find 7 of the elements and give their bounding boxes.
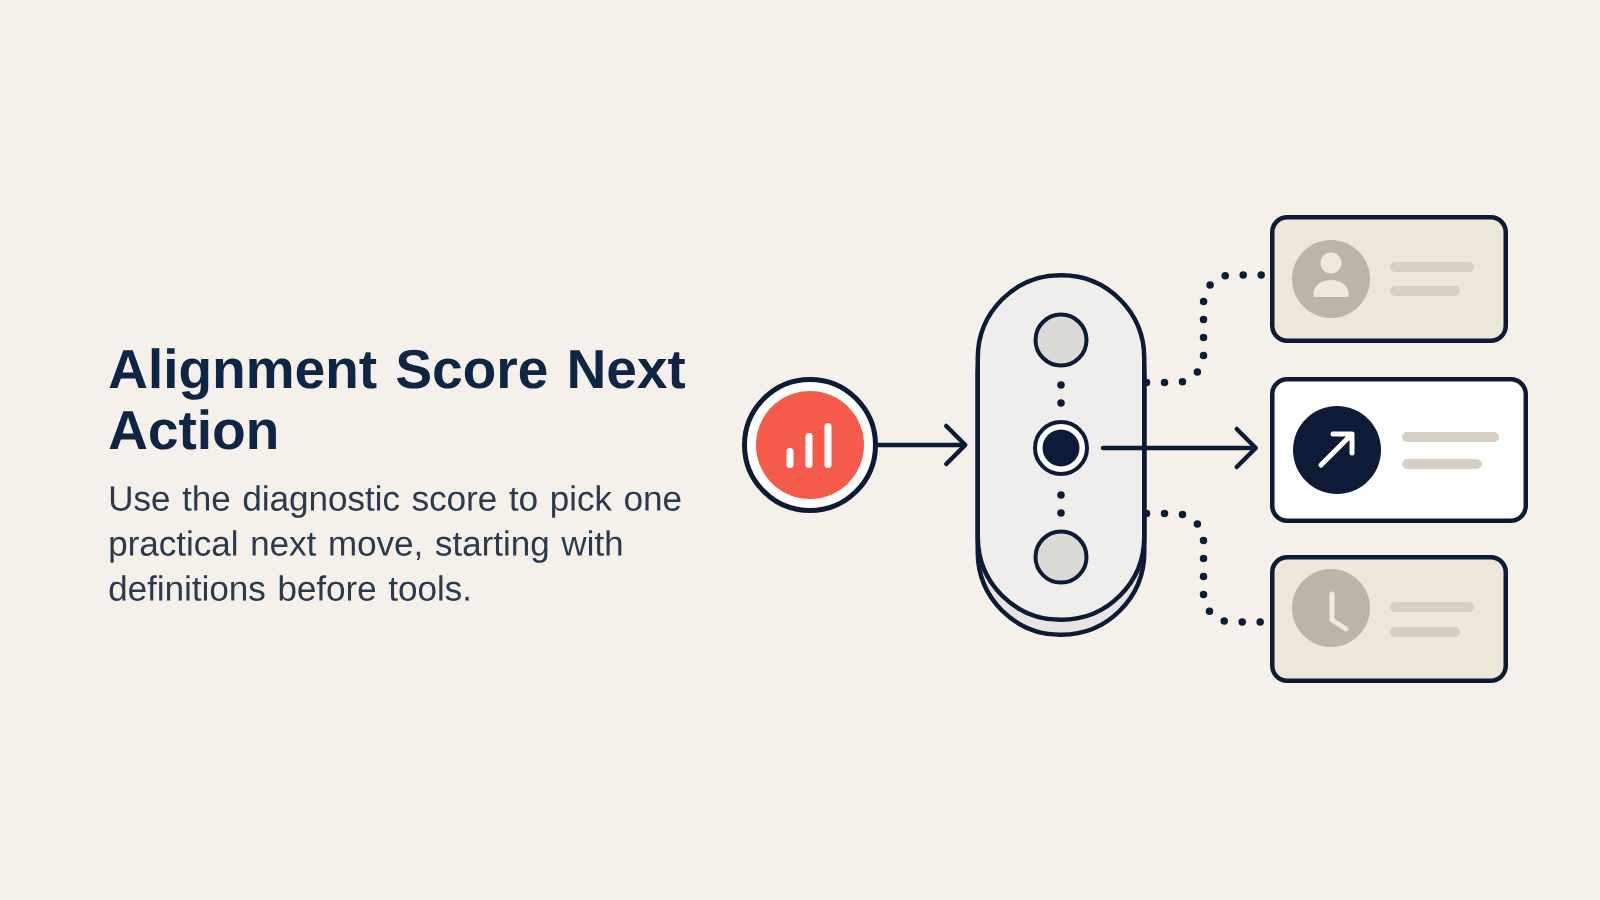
title: Alignment Score Next Action bbox=[109, 348, 686, 450]
description: Use the diagnostic score to pick one practical next move, starting with definitions before tools. bbox=[109, 485, 681, 601]
arrow bbox=[875, 423, 968, 467]
dotted-line bbox=[1057, 491, 1065, 518]
dotted-line bbox=[1057, 381, 1065, 408]
dotted-line bbox=[1142, 509, 1265, 626]
arrow bbox=[1100, 426, 1258, 470]
